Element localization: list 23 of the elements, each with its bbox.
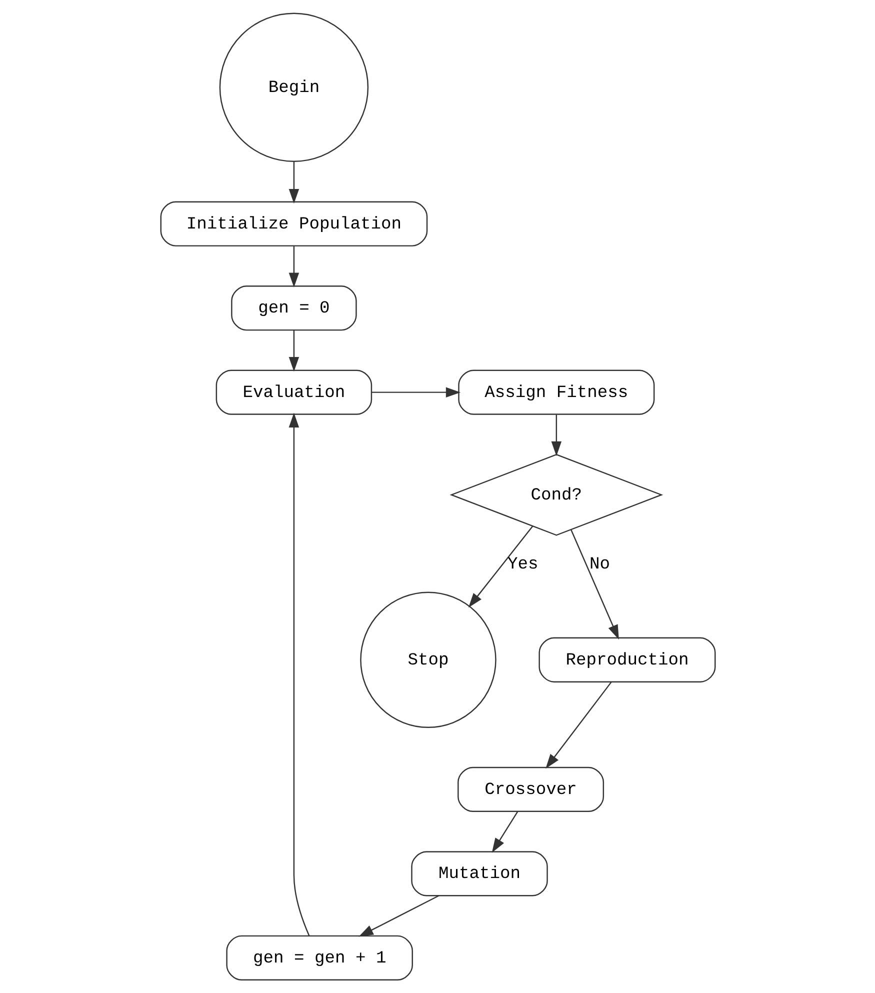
node-box: Assign Fitness [458,370,654,415]
node-box: gen = gen + 1 [226,935,412,980]
arrow [358,895,438,937]
arrow [468,526,533,608]
arrow [491,811,518,853]
arrow [545,682,612,769]
node-box: Crossover [457,766,604,812]
node-box: Mutation [410,851,548,896]
node-box: Evaluation [215,370,372,415]
arrow [570,530,618,640]
node-box: Initialize Population [160,201,428,246]
arrow [288,412,310,936]
arrow [288,246,299,288]
node-circle: Begin [218,12,368,162]
edge-label: Yes [506,555,538,574]
arrow [550,414,562,456]
edge-label: No [589,555,610,574]
arrow [288,330,299,372]
node-diamond: Cond? [449,454,663,536]
arrow [371,387,460,398]
arrow [288,162,299,204]
node-box: Reproduction [538,637,716,682]
node-box: gen = 0 [230,286,356,331]
